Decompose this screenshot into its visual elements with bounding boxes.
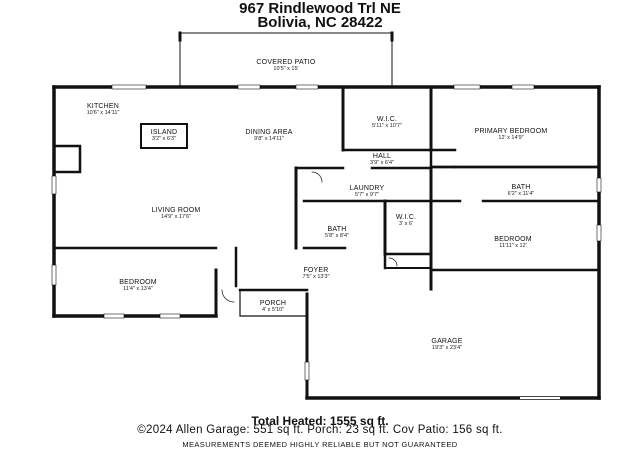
room-dims-foyer: 7'5" x 13'3" [302,274,330,280]
covered-patio-outline [179,32,393,87]
window [596,224,602,242]
island-outline [140,123,188,149]
room-dims-bedroom-2: 11'11" x 12' [499,243,527,249]
room-name-bath-primary: BATH [511,184,531,191]
room-dims-living-room: 14'9" x 17'6" [160,214,192,220]
room-name-dining-area: DINING AREA [245,129,293,136]
room-name-wic-2: W.I.C. [395,214,417,221]
porch-outline [239,289,308,317]
room-dims-wic-primary: 5'11" x 10'7" [372,123,402,129]
room-dims-laundry: 5'7" x 9'7" [354,192,380,198]
window [159,313,181,319]
room-name-hall: HALL [372,153,392,160]
room-dims-bedroom-3: 11'4" x 13'4" [123,286,153,292]
room-name-primary-bedroom: PRIMARY BEDROOM [474,128,548,135]
room-name-bath-2: BATH [327,226,347,233]
address-line-2: Bolivia, NC 28422 [257,14,383,31]
window [111,84,147,90]
range-nook [52,144,82,174]
room-dims-bath-2: 5'8" x 8'4" [324,233,350,239]
door-swing [221,289,235,303]
room-name-porch: PORCH [259,300,287,307]
window [596,177,602,193]
room-name-bedroom-3: BEDROOM [119,279,157,286]
room-dims-wic-2: 3' x 6' [398,221,414,227]
room-name-foyer: FOYER [303,267,329,274]
room-dims-primary-bedroom: 12' x 14'9" [498,135,524,141]
door-swing [311,171,323,183]
room-name-garage: GARAGE [431,338,463,345]
door-swing [388,257,398,267]
total-heated-area: Total Heated: 1555 sq ft. [251,414,389,428]
window [453,84,481,90]
room-dims-dining-area: 9'8" x 14'11" [254,136,284,142]
address-line-1: 967 Rindlewood Trl NE [239,0,401,17]
room-name-living-room: LIVING ROOM [151,207,201,214]
window [295,84,319,90]
window [304,361,310,381]
room-dims-kitchen: 10'6" x 14'11" [86,110,120,116]
room-name-laundry: LAUNDRY [349,185,385,192]
room-dims-hall: 3'9" x 6'4" [369,160,395,166]
window [511,84,535,90]
window [51,264,57,286]
room-dims-garage: 19'3" x 23'4" [431,345,463,351]
window [237,84,261,90]
room-dims-covered-patio: 10'5" x 15' [273,66,299,72]
room-dims-porch: 4' x 5'10" [261,307,285,313]
room-dims-island: 3'2" x 6'3" [151,136,177,142]
room-name-wic-primary: W.I.C. [376,116,398,123]
room-name-kitchen: KITCHEN [86,103,120,110]
room-name-covered-patio: COVERED PATIO [256,59,316,66]
window [103,313,125,319]
room-name-bedroom-2: BEDROOM [494,236,532,243]
room-dims-bath-primary: 6'2" x 11'4" [507,191,535,197]
room-name-island: ISLAND [150,129,178,136]
window [51,175,57,195]
other-areas-summary: ©2024 Allen Garage: 551 sq ft. Porch: 23… [137,424,503,436]
measurement-disclaimer: MEASUREMENTS DEEMED HIGHLY RELIABLE BUT … [182,440,458,449]
